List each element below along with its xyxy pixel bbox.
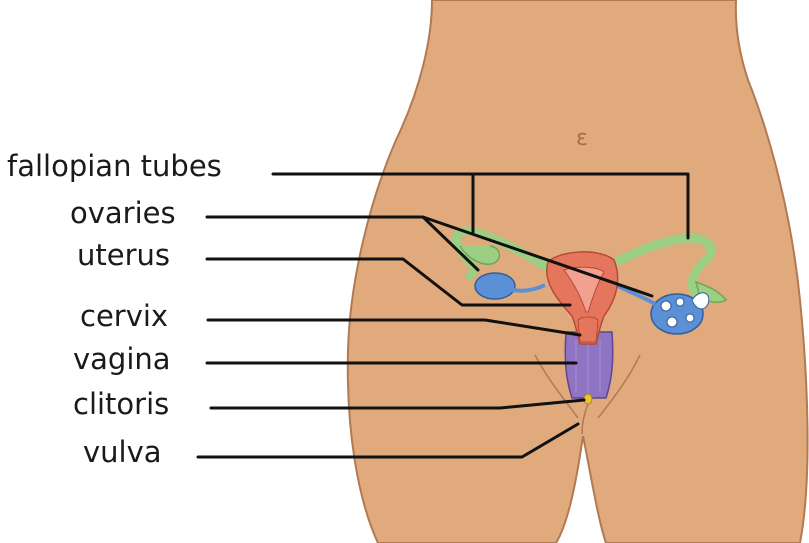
clitoris-shape bbox=[584, 394, 592, 404]
follicle bbox=[686, 314, 694, 322]
cervix-label: cervix bbox=[80, 302, 168, 331]
navel-mark: ɛ bbox=[576, 126, 588, 151]
cervix-shape bbox=[578, 317, 598, 342]
left-ovary bbox=[475, 273, 515, 299]
follicle bbox=[676, 298, 684, 306]
clitoris-label: clitoris bbox=[73, 390, 169, 419]
vulva-label: vulva bbox=[83, 438, 162, 467]
follicle bbox=[667, 317, 677, 327]
vagina-label: vagina bbox=[73, 345, 171, 374]
follicle bbox=[661, 301, 671, 311]
ovaries-label: ovaries bbox=[70, 199, 176, 228]
fallopian-tubes-label: fallopian tubes bbox=[7, 152, 222, 181]
uterus-label: uterus bbox=[77, 241, 170, 270]
